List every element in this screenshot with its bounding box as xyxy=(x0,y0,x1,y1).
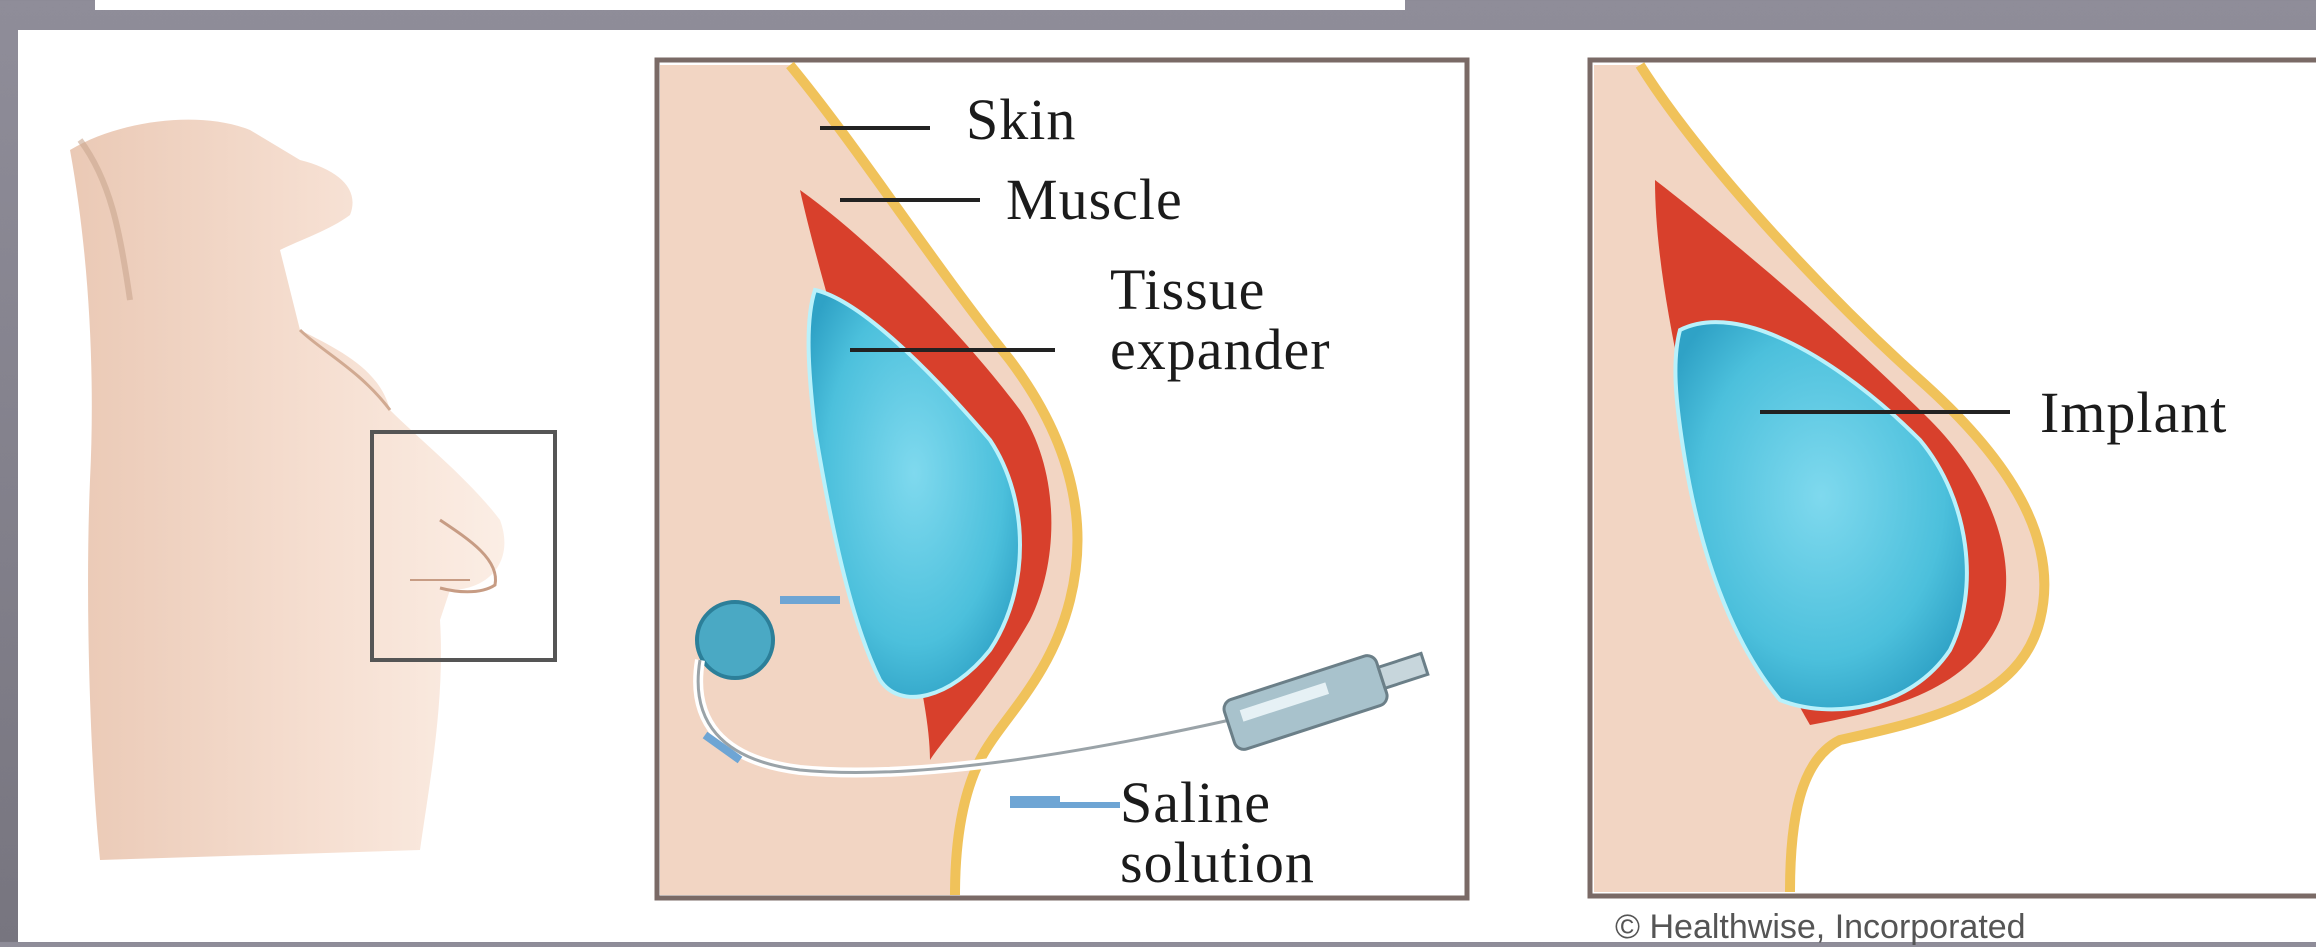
label-skin: Skin xyxy=(966,92,1076,148)
label-saline-line1: Saline xyxy=(1120,775,1271,831)
label-implant: Implant xyxy=(2040,385,2227,441)
credit-text: © Healthwise, Incorporated xyxy=(1615,908,2026,947)
label-tissue-expander-line1: Tissue xyxy=(1110,262,1265,318)
label-muscle: Muscle xyxy=(1006,172,1183,228)
implant-figure xyxy=(1590,60,2316,896)
label-tissue-expander-line2: expander xyxy=(1110,322,1331,378)
label-saline-line2: solution xyxy=(1120,835,1315,891)
woman-profile-figure xyxy=(70,120,555,860)
